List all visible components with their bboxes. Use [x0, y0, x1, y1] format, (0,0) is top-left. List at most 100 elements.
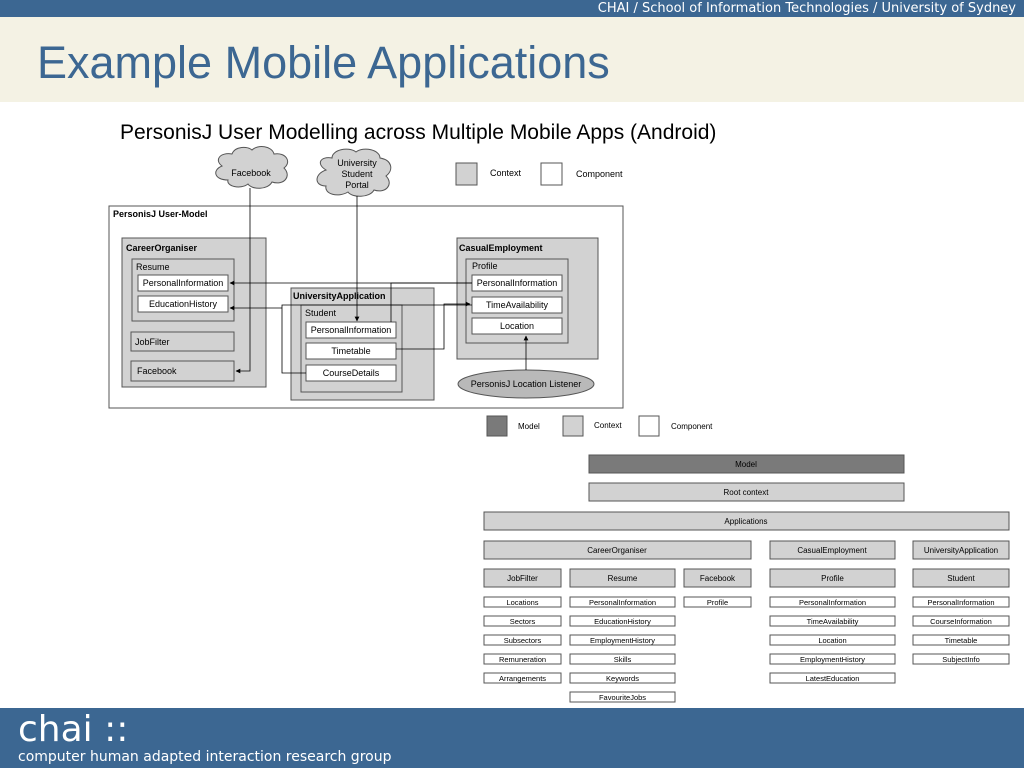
university-app-bar-label: UniversityApplication [924, 546, 998, 555]
resume-component [569, 634, 676, 646]
casual-location [471, 317, 563, 335]
student-component [912, 634, 1010, 646]
jobfilter-context-label: JobFilter [507, 574, 538, 583]
profile-title: Profile [472, 261, 498, 271]
profile-component-label: LatestEducation [806, 674, 860, 683]
legend2-component-swatch [638, 415, 660, 437]
resume-context-label: Resume [608, 574, 638, 583]
jobfilter-component-label: Arrangements [499, 674, 546, 683]
legend-component-swatch [540, 162, 563, 186]
facebook-component-label: Profile [707, 598, 728, 607]
profile-context-bar [769, 568, 896, 588]
breadcrumb: CHAI / School of Information Technologie… [597, 1, 1016, 16]
jobfilter-context [130, 331, 235, 352]
facebook-context-bar [683, 568, 752, 588]
career-facebook-label: Facebook [137, 366, 177, 376]
footer-bar: chai :: computer human adapted interacti… [0, 708, 1024, 768]
university-timetable-label: Timetable [331, 346, 370, 356]
portal-cloud-label-line1: University [337, 158, 377, 168]
student-component [912, 653, 1010, 665]
career-education-history [137, 295, 229, 313]
resume-context-bar [569, 568, 676, 588]
profile-component-label: EmploymentHistory [800, 655, 865, 664]
page-title: Example Mobile Applications [37, 37, 610, 88]
resume-component-label: Skills [614, 655, 632, 664]
casual-employment-bar-label: CasualEmployment [797, 546, 867, 555]
profile-component [769, 596, 896, 608]
chai-logo: chai :: [18, 709, 129, 750]
university-timetable [305, 342, 397, 360]
title-band: Example Mobile Applications [0, 17, 1024, 102]
context-hierarchy-diagram: Model Context Component Model Root conte… [483, 415, 1010, 703]
university-personal-info [305, 321, 397, 339]
legend2-component-label: Component [671, 422, 713, 431]
resume-component-label: EmploymentHistory [590, 636, 655, 645]
applications-bar [483, 511, 1010, 531]
legend-context-swatch [455, 162, 478, 186]
legend2-context-label: Context [594, 421, 622, 430]
student-component [912, 615, 1010, 627]
legend-component-label: Component [576, 169, 623, 179]
jobfilter-component [483, 653, 562, 665]
jobfilter-context-bar [483, 568, 562, 588]
student-title: Student [305, 308, 337, 318]
root-context-bar [588, 482, 905, 502]
profile-component [769, 634, 896, 646]
user-model-diagram: Facebook University Student Portal Conte… [108, 146, 624, 409]
career-personal-info [137, 274, 229, 292]
jobfilter-component-label: Locations [506, 598, 538, 607]
resume-component-label: PersonalInformation [589, 598, 656, 607]
student-component-label: Timetable [945, 636, 978, 645]
career-facebook-context [130, 360, 235, 382]
university-course-details-label: CourseDetails [323, 368, 380, 378]
resume-component [569, 691, 676, 703]
university-personal-info-label: PersonalInformation [311, 325, 392, 335]
resume-component-label: Keywords [606, 674, 639, 683]
career-organiser-title: CareerOrganiser [126, 243, 198, 253]
model-bar [588, 454, 905, 474]
resume-component-label: FavouriteJobs [599, 693, 646, 702]
student-component-label: CourseInformation [930, 617, 992, 626]
career-education-history-label: EducationHistory [149, 299, 218, 309]
casual-time-availability-label: TimeAvailability [486, 300, 549, 310]
profile-component [769, 615, 896, 627]
jobfilter-component [483, 596, 562, 608]
jobfilter-component [483, 634, 562, 646]
legend2-model-swatch [486, 415, 508, 437]
applications-label: Applications [724, 517, 767, 526]
user-model-title: PersonisJ User-Model [113, 209, 208, 219]
student-component-label: SubjectInfo [942, 655, 980, 664]
casual-employment-title: CasualEmployment [459, 243, 543, 253]
resume-title: Resume [136, 262, 170, 272]
jobfilter-component [483, 672, 562, 684]
casual-personal-info-label: PersonalInformation [477, 278, 558, 288]
facebook-cloud: Facebook [215, 146, 289, 189]
legend2-context-swatch [562, 415, 584, 437]
profile-component [769, 672, 896, 684]
root-context-label: Root context [724, 488, 770, 497]
resume-component [569, 615, 676, 627]
career-organiser-bar-label: CareerOrganiser [587, 546, 647, 555]
student-context-label: Student [947, 574, 975, 583]
portal-cloud-label-line3: Portal [345, 180, 369, 190]
facebook-context-label: Facebook [700, 574, 736, 583]
career-organiser-bar [483, 540, 752, 560]
university-app-bar [912, 540, 1010, 560]
student-context-bar [912, 568, 1010, 588]
footer-tagline: computer human adapted interaction resea… [18, 749, 392, 765]
profile-component-label: Location [818, 636, 846, 645]
profile-component [769, 653, 896, 665]
resume-component [569, 653, 676, 665]
casual-employment-bar [769, 540, 896, 560]
student-component-label: PersonalInformation [927, 598, 994, 607]
jobfilter-component-label: Sectors [510, 617, 536, 626]
profile-context-label: Profile [821, 574, 844, 583]
legend2-model-label: Model [518, 422, 540, 431]
model-bar-label: Model [735, 460, 757, 469]
top-bar: CHAI / School of Information Technologie… [0, 0, 1024, 17]
jobfilter-component-label: Remuneration [499, 655, 546, 664]
location-listener-label: PersonisJ Location Listener [471, 379, 582, 389]
context-columns: JobFilterLocationsSectorsSubsectorsRemun… [483, 568, 1010, 703]
university-app-title: UniversityApplication [293, 291, 386, 301]
